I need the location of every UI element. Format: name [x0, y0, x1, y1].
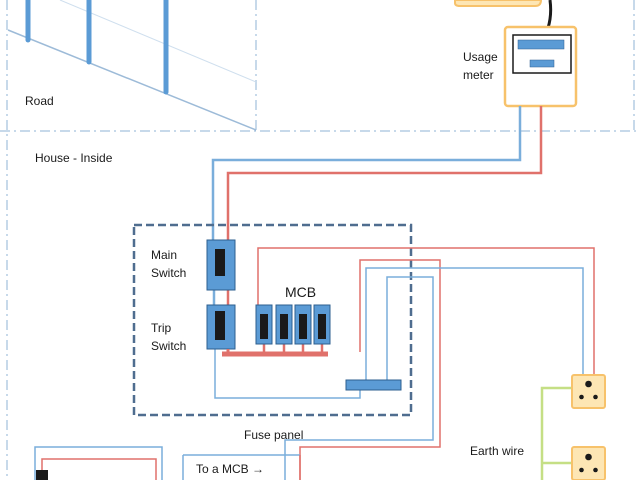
socket-pin	[579, 467, 584, 473]
mcb-breaker-toggle	[260, 314, 268, 339]
mcb-label: MCB	[285, 284, 316, 300]
circuit-wires	[212, 247, 595, 480]
usage-meter-label-line1: Usage	[463, 50, 498, 64]
mcb-breaker	[313, 304, 331, 345]
supply-cable	[546, 0, 553, 29]
main-switch-toggle	[215, 249, 225, 276]
socket-plate	[571, 446, 606, 480]
lower-circuit	[34, 446, 301, 480]
meter-display-bar	[517, 39, 565, 50]
live-wire-to-lower-circuit	[299, 259, 441, 480]
neutral-return-wire	[214, 348, 361, 399]
socket-pin	[593, 467, 598, 473]
usage-meter-label-line2: meter	[463, 68, 494, 82]
main-switch-label-line1: Main	[151, 248, 177, 262]
socket-pin	[585, 380, 592, 388]
fuse-panel-outline	[132, 223, 413, 417]
mcb-breaker	[255, 304, 273, 345]
house-inside-label: House - Inside	[35, 151, 113, 165]
lower-live-wire	[41, 458, 157, 480]
mcb-breaker-toggle	[299, 314, 307, 339]
meter-display-bar-small	[529, 59, 555, 68]
labels: Road House - Inside Usage meter Main Swi…	[25, 50, 524, 476]
lower-neutral-wire	[34, 446, 163, 480]
wall-socket	[571, 374, 606, 409]
live-busbar	[222, 344, 328, 357]
supply-connector	[454, 0, 543, 7]
to-a-mcb-label: To a MCB →	[196, 462, 264, 476]
neutral-wire-main	[211, 106, 522, 240]
trip-switch-toggle	[215, 311, 225, 340]
main-switch	[206, 239, 236, 291]
usage-meter	[503, 25, 578, 108]
mcb-group	[255, 304, 331, 345]
road-fence	[7, 0, 257, 131]
mcb-breaker	[275, 304, 293, 345]
neutral-bar	[345, 379, 402, 391]
trip-switch	[206, 304, 236, 350]
live-wire-main	[226, 106, 543, 240]
socket-pin	[585, 453, 592, 461]
trip-switch-label-line1: Trip	[151, 321, 172, 335]
neutral-wire-to-sockets	[365, 267, 584, 386]
mcb-breaker	[294, 304, 312, 345]
socket-pin	[579, 394, 584, 400]
trip-switch-label-line2: Switch	[151, 339, 186, 353]
mcb-breaker-toggle	[280, 314, 288, 339]
mcb-breaker-toggle	[318, 314, 326, 339]
lower-device	[36, 470, 48, 480]
earth-wire-label: Earth wire	[470, 444, 524, 458]
socket-plate	[571, 374, 606, 409]
socket-pin	[593, 394, 598, 400]
neutral-wire-to-lower-circuit	[284, 276, 434, 480]
main-switch-label-line2: Switch	[151, 266, 186, 280]
earth-wire-upper	[540, 386, 572, 480]
fence-rail	[7, 29, 257, 131]
supply-wires	[211, 106, 543, 240]
fence-rail-upper	[59, 0, 257, 83]
earth-wiring	[540, 386, 572, 480]
wall-socket	[571, 446, 606, 480]
live-wire-to-sockets	[257, 247, 595, 375]
road-label: Road	[25, 94, 54, 108]
fuse-panel-label: Fuse panel	[244, 428, 303, 442]
incoming-supply	[454, 0, 553, 29]
